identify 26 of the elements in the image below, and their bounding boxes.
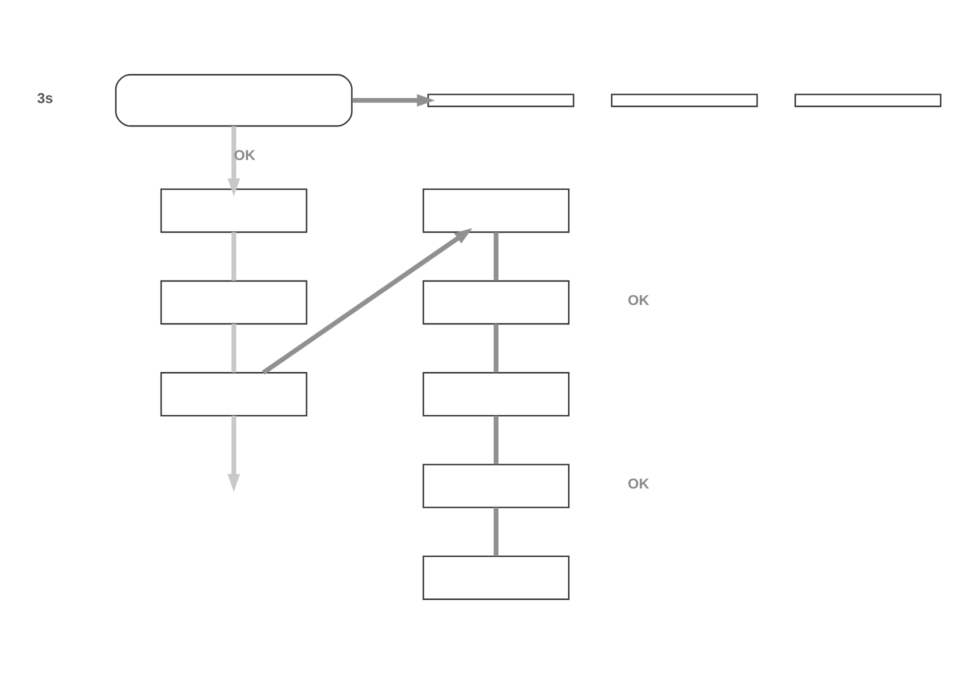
node-box [160,280,308,324]
edge-label: OK [234,148,256,164]
node-box [422,372,570,416]
arrow [262,228,472,374]
connector [494,232,498,280]
label: OK [628,476,650,492]
connector [494,415,498,464]
arrow [352,94,435,106]
connector [494,323,498,372]
node-box [422,280,570,324]
node-box [160,188,308,232]
node-box [422,463,570,508]
node-bar [794,93,942,107]
label: 3s [37,90,54,106]
node-bar [610,93,758,107]
node-box [115,74,353,126]
connector [231,232,236,280]
arrow [228,126,240,196]
node-bar [427,93,574,107]
node-box [160,372,308,416]
connector [231,323,236,372]
label: OK [628,292,650,308]
connector [494,506,498,556]
node-box [422,188,570,232]
arrow [228,415,240,492]
node-box [422,555,570,600]
